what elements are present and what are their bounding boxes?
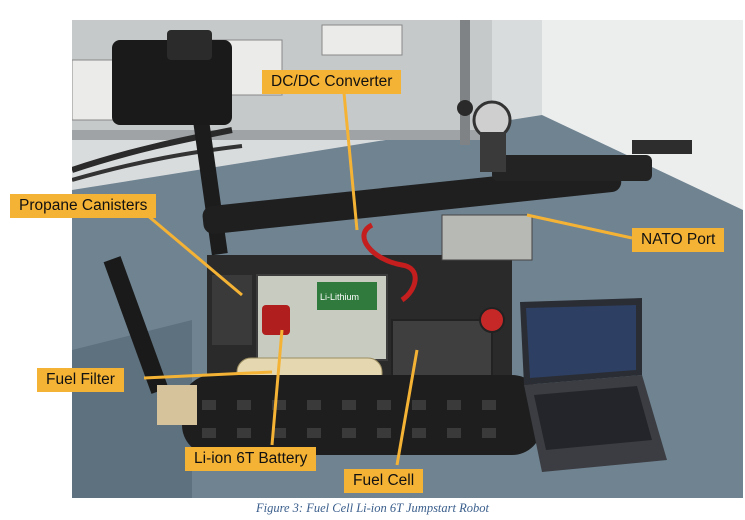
shelf-caster <box>457 100 473 116</box>
cable-bundle <box>72 127 233 173</box>
battery-brand-text: Li-Lithium <box>320 292 359 302</box>
camera-head <box>112 40 232 125</box>
track-treads <box>202 400 496 438</box>
callout-fuel-cell: Fuel Cell <box>344 469 424 493</box>
gripper-jaw <box>632 140 692 154</box>
figure-caption: Figure 3: Fuel Cell Li-ion 6T Jumpstart … <box>256 501 489 515</box>
arm-boom <box>202 164 622 234</box>
tan-pad <box>157 385 197 425</box>
front-track <box>182 375 542 455</box>
callout-nato-port: NATO Port <box>632 228 725 252</box>
shelf-post <box>460 20 470 145</box>
laptop-display <box>526 305 636 378</box>
shelf-rail <box>72 130 492 140</box>
robot-photo: Li-Lithium <box>72 20 743 498</box>
dc-dc-converter-box <box>441 214 533 261</box>
arm-camera-mount <box>480 132 506 172</box>
callout-fuel-filter: Fuel Filter <box>37 368 124 392</box>
flipper-arm <box>103 256 169 394</box>
gripper-arm <box>492 155 652 181</box>
callout-leaders <box>143 71 633 466</box>
red-cable <box>361 222 418 303</box>
floor-shadow <box>72 320 192 498</box>
fuel-cell-switch <box>479 307 505 333</box>
callout-dc-dc-converter: DC/DC Converter <box>262 70 402 94</box>
battery-terminal-red <box>262 305 290 335</box>
camera-lens-block <box>167 30 212 60</box>
laptop-keyboard <box>534 386 652 450</box>
callout-battery: Li-ion 6T Battery <box>185 447 317 471</box>
callout-propane-canisters: Propane Canisters <box>10 194 157 218</box>
battery-label <box>317 282 377 310</box>
outlet-strip-right <box>321 24 403 56</box>
cable-bundle <box>72 144 243 182</box>
